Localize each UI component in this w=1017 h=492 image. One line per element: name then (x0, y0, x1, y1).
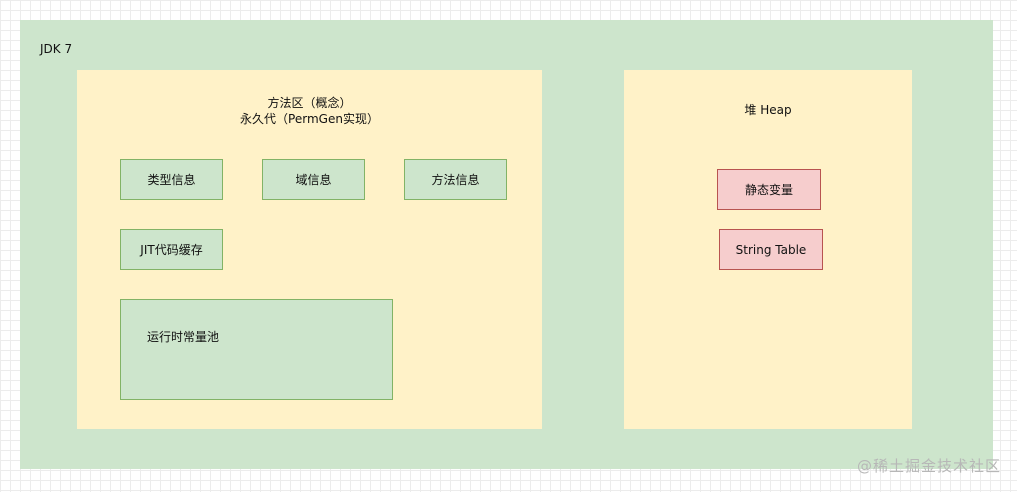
method-area-title: 方法区（概念） 永久代（PermGen实现） (77, 95, 542, 127)
static-variables-box: 静态变量 (717, 169, 821, 210)
runtime-constant-pool-box: 运行时常量池 (120, 299, 393, 400)
jdk-label: JDK 7 (40, 42, 73, 56)
method-area-title-line1: 方法区（概念） (267, 96, 352, 110)
runtime-constant-pool-label: 运行时常量池 (147, 330, 220, 344)
method-info-box: 方法信息 (404, 159, 507, 200)
field-info-box: 域信息 (262, 159, 365, 200)
heap-title: 堆 Heap (744, 103, 792, 117)
watermark: @稀土掘金技术社区 (856, 457, 1001, 475)
string-table-box: String Table (719, 229, 823, 270)
method-area-title-line2: 永久代（PermGen实现） (240, 112, 379, 126)
jit-code-cache-box: JIT代码缓存 (120, 229, 223, 270)
type-info-box: 类型信息 (120, 159, 223, 200)
